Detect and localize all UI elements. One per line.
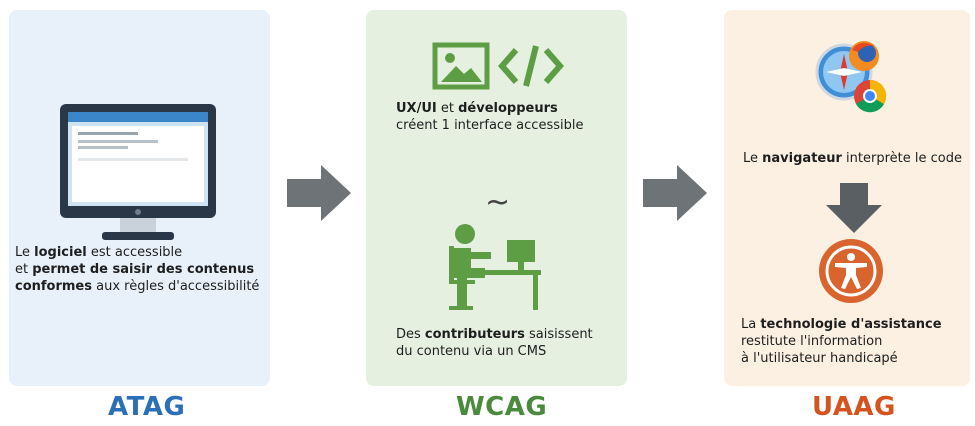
wcag-bottom-caption: Des contributeurs saisissent du contenu … — [396, 327, 593, 359]
wcag-top-caption: UX/UI et développeurs créent 1 interface… — [396, 101, 584, 133]
person-at-computer-icon — [449, 224, 541, 310]
code-brackets-icon — [498, 45, 564, 87]
wcag-label: WCAG — [456, 392, 548, 422]
atag-label: ATAG — [108, 392, 186, 422]
wcag-panel — [366, 10, 627, 386]
image-icon — [432, 42, 490, 90]
desktop-computer-icon — [60, 104, 216, 240]
browser-logos-icon — [815, 41, 887, 113]
uaag-top-caption: Le navigateur interprète le code — [743, 151, 962, 166]
uaag-bottom-caption: La technologie d'assistance restitute l'… — [741, 317, 942, 366]
down-arrow-icon — [826, 183, 882, 233]
right-arrow-icon — [643, 165, 707, 221]
right-arrow-icon — [287, 165, 351, 221]
tilde-separator: ~ — [485, 185, 511, 220]
accessibility-icon — [819, 239, 883, 303]
uaag-label: UAAG — [812, 392, 896, 422]
atag-caption: Le logiciel est accessible et permet de … — [15, 245, 260, 294]
